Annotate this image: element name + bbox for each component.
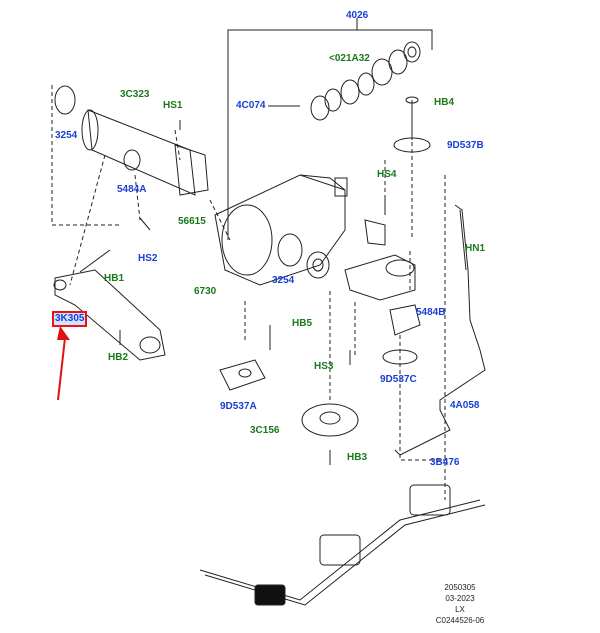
label-4026[interactable]: 4026 [346,10,369,21]
meta-model: LX [455,605,465,614]
label-HS4[interactable]: HS4 [377,169,397,180]
label-3C323[interactable]: 3C323 [120,89,150,100]
label-3C156[interactable]: 3C156 [250,425,280,436]
label-9D537A[interactable]: 9D537A [220,401,257,412]
meta-date: 03-2023 [445,594,475,603]
label-HN1[interactable]: HN1 [465,243,486,254]
mount-bracket-right [344,219,416,301]
label-6730[interactable]: 6730 [194,286,217,297]
diagram-metadata: 2050305 03-2023 LX C0244526-06 [420,582,500,626]
label-HB4[interactable]: HB4 [434,97,455,108]
label-HS1[interactable]: HS1 [163,100,183,111]
label-021A32[interactable]: <021A32 [329,53,370,64]
label-HS3[interactable]: HS3 [314,361,334,372]
lower-mount-5484B [382,304,421,365]
label-4A058[interactable]: 4A058 [450,400,480,411]
label-9D537C[interactable]: 9D537C [380,374,417,385]
dashed-leaders [51,85,450,500]
mount-plate-3C156 [301,403,359,437]
driveline-inset [199,484,486,606]
label-HB1[interactable]: HB1 [104,273,125,284]
axle-tube-3C323 [54,85,209,196]
meta-reference: C0244526-06 [435,616,485,625]
label-3254-center[interactable]: 3254 [272,275,295,286]
kit-bracket-4026 [227,29,433,240]
label-4C074[interactable]: 4C074 [236,100,266,111]
label-3254-left[interactable]: 3254 [55,130,78,141]
label-HB3[interactable]: HB3 [347,452,368,463]
label-5484A[interactable]: 5484A [117,184,147,195]
differential-housing [214,174,348,286]
label-HS2[interactable]: HS2 [138,253,158,264]
label-5484B[interactable]: 5484B [416,307,446,318]
mount-pad-9D537A [219,359,266,391]
seal-ring-set [310,41,421,121]
meta-code: 2050305 [444,583,476,592]
highlight-arrow [57,326,70,401]
cross-arm-3K305 [53,269,166,361]
upper-bush-9D537B [393,96,431,153]
breather-hose [394,204,486,456]
label-56615[interactable]: 56615 [178,216,206,227]
label-9D537B[interactable]: 9D537B [447,140,484,151]
bolts [79,120,386,465]
label-3B476[interactable]: 3B476 [430,457,460,468]
label-HB2[interactable]: HB2 [108,352,129,363]
label-3K305-highlighted[interactable]: 3K305 [51,311,88,327]
label-HB5[interactable]: HB5 [292,318,313,329]
